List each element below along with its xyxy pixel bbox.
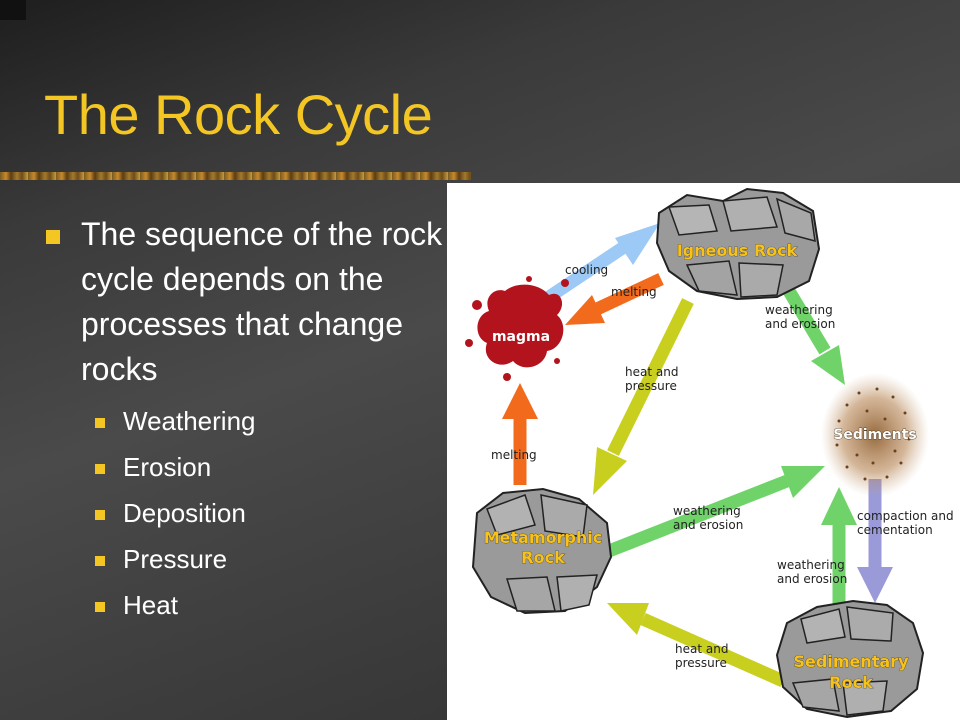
melting-arrow-from-igneous xyxy=(565,273,664,325)
main-bullet: The sequence of the rock cycle depends o… xyxy=(44,212,444,392)
cooling-arrow xyxy=(539,223,660,307)
heat-pressure-label-sedimentary-line2: pressure xyxy=(675,656,727,670)
sedimentary-rock-node: Sedimentary Rock xyxy=(775,599,925,719)
sub-bullet-text: Deposition xyxy=(123,498,246,528)
metamorphic-rock-node: Metamorphic Rock xyxy=(471,487,613,615)
cooling-label: cooling xyxy=(565,263,608,277)
heat-pressure-arrow-from-sedimentary xyxy=(607,603,786,687)
compaction-arrow xyxy=(857,479,893,603)
heat-pressure-label-igneous-line2: pressure xyxy=(625,379,677,393)
slide-title: The Rock Cycle xyxy=(44,83,433,146)
weathering-arrow-from-metamorphic xyxy=(606,466,825,558)
rock-cycle-svg: Igneous Rock magma xyxy=(465,187,954,719)
corner-mark xyxy=(0,0,26,20)
sedimentary-rock-label-line2: Rock xyxy=(829,673,873,692)
magma-label: magma xyxy=(492,329,550,345)
bullet-square-icon xyxy=(95,556,105,566)
bullet-list: The sequence of the rock cycle depends o… xyxy=(44,212,444,628)
weathering-label-sedimentary-line2: and erosion xyxy=(777,572,847,586)
sub-bullet-text: Weathering xyxy=(123,406,256,436)
heat-pressure-label-igneous-line1: heat and xyxy=(625,365,678,379)
melting-label-igneous: melting xyxy=(611,285,657,299)
weathering-label-igneous-line1: weathering xyxy=(765,303,833,317)
bullet-square-icon xyxy=(95,510,105,520)
compaction-label-line2: cementation xyxy=(857,523,933,537)
sub-bullet-text: Erosion xyxy=(123,452,212,482)
metamorphic-rock-label-line1: Metamorphic xyxy=(484,528,603,547)
sub-bullet-text: Pressure xyxy=(123,544,228,574)
sub-bullet: Pressure xyxy=(44,536,444,582)
sub-bullet: Erosion xyxy=(44,444,444,490)
heat-pressure-label-sedimentary-line1: heat and xyxy=(675,642,728,656)
title-underline xyxy=(0,172,471,180)
melting-arrow-from-metamorphic xyxy=(502,383,538,485)
compaction-label-line1: compaction and xyxy=(857,509,954,523)
weathering-label-sedimentary-line1: weathering xyxy=(777,558,845,572)
sedimentary-rock-label-line1: Sedimentary xyxy=(794,652,910,671)
igneous-rock-node: Igneous Rock xyxy=(655,187,821,301)
igneous-rock-label: Igneous Rock xyxy=(677,241,798,260)
sediments-node: Sediments xyxy=(821,373,929,497)
magma-node: magma xyxy=(465,276,569,381)
bullet-square-icon xyxy=(95,418,105,428)
weathering-arrow-from-sedimentary xyxy=(821,487,857,615)
sub-bullet: Deposition xyxy=(44,490,444,536)
bullet-square-icon xyxy=(95,602,105,612)
heat-pressure-arrow-from-igneous xyxy=(593,298,694,495)
melting-label-metamorphic: melting xyxy=(491,448,537,462)
sub-bullet: Weathering xyxy=(44,398,444,444)
weathering-label-metamorphic-line1: weathering xyxy=(673,504,741,518)
sub-bullet-text: Heat xyxy=(123,590,178,620)
weathering-label-metamorphic-line2: and erosion xyxy=(673,518,743,532)
weathering-label-igneous-line2: and erosion xyxy=(765,317,835,331)
bullet-square-icon xyxy=(46,230,60,244)
main-bullet-text: The sequence of the rock cycle depends o… xyxy=(81,216,443,387)
metamorphic-rock-label-line2: Rock xyxy=(521,548,565,567)
sediments-label: Sediments xyxy=(833,427,916,443)
sub-bullet: Heat xyxy=(44,582,444,628)
weathering-arrow-from-igneous xyxy=(783,287,845,385)
bullet-square-icon xyxy=(95,464,105,474)
sub-bullet-list: Weathering Erosion Deposition Pressure H… xyxy=(44,398,444,628)
rock-cycle-diagram: Igneous Rock magma xyxy=(447,183,960,720)
